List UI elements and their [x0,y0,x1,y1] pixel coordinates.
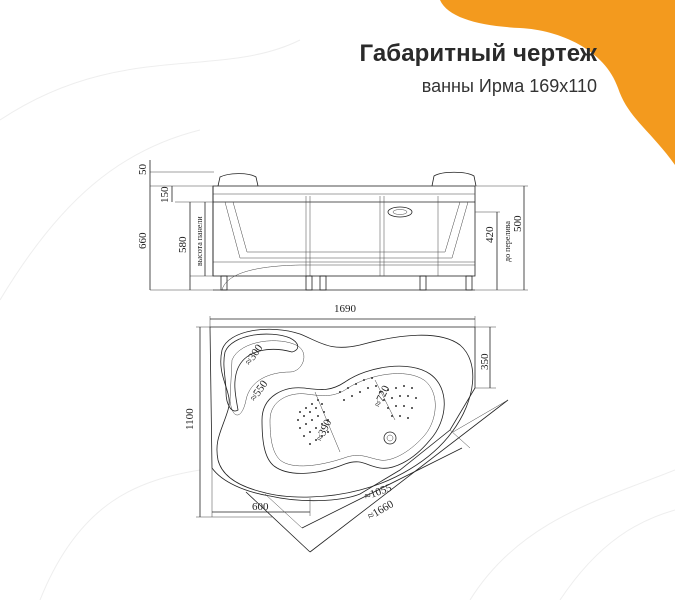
bowl-outline [261,365,445,474]
overflow-label: до перелива [503,221,512,262]
side-view-body [212,185,476,277]
dim-150: 150 [159,186,171,203]
right-headrest [431,171,477,187]
dim-420: 420 [484,226,496,243]
left-headrest [217,173,259,187]
dim-350: 350 [479,353,491,370]
top-view-outline [209,326,476,502]
drain-icon [383,431,397,445]
dim-1100: 1100 [184,408,196,430]
dim-720: ≈720 [372,383,393,409]
overflow-icon [387,206,413,218]
top-view [196,316,509,553]
page-title: Габаритный чертеж [359,40,597,67]
dim-390: ≈390 [314,417,335,443]
orange-corner-accent [440,0,675,165]
dim-580: 580 [177,236,189,253]
dim-500: 500 [512,215,524,232]
dim-550: ≈550 [248,378,271,404]
leg-icon [220,275,228,291]
dim-660: 660 [137,232,149,249]
dim-300: ≈300 [243,342,266,368]
jets-pattern [297,377,417,445]
dim-600: 600 [252,501,269,513]
dim-1690: 1690 [334,303,357,315]
side-view [149,160,528,291]
panel-height-label: высота панели [195,216,204,266]
page-subtitle: ванны Ирма 169х110 [421,76,597,96]
dim-50: 50 [137,164,149,176]
background-decor [0,39,675,600]
